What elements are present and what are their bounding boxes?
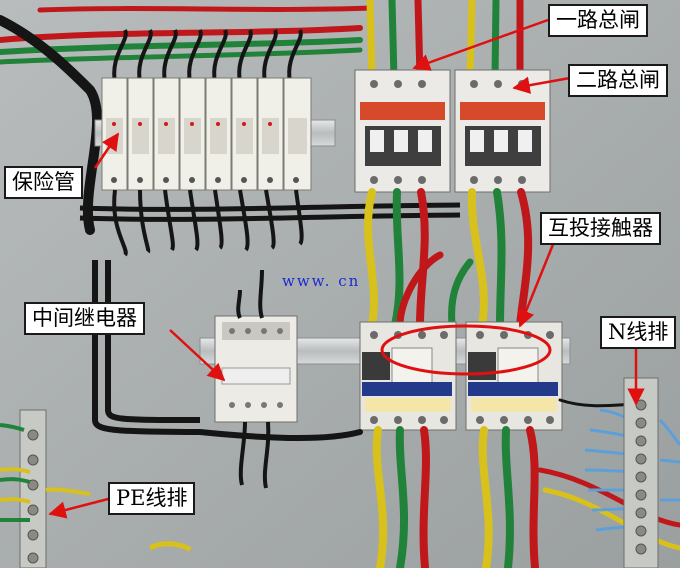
fuse-holders — [101, 77, 312, 191]
pe-busbar — [0, 409, 192, 568]
fuse-top-wires — [112, 29, 303, 83]
contactor-1 — [359, 321, 457, 431]
relay-wires — [236, 269, 271, 489]
label-pe-busbar: PE线排 — [108, 482, 196, 515]
label-circuit-breaker-1: 一路总闸 — [548, 4, 648, 37]
label-fuse-holder: 保险管 — [4, 166, 83, 199]
watermark-text: www. cn — [282, 272, 361, 290]
label-relay: 中间继电器 — [24, 302, 145, 335]
label-n-busbar: N线排 — [600, 316, 677, 349]
circuit-breaker-2 — [454, 69, 551, 193]
contactor-bottom-wires — [197, 398, 680, 568]
contactor-2 — [465, 321, 563, 431]
circuit-breaker-1 — [354, 69, 451, 193]
n-busbar — [584, 377, 680, 568]
interlock-highlight-ellipse — [380, 324, 552, 376]
label-circuit-breaker-2: 二路总闸 — [568, 64, 668, 97]
callout-arrows — [48, 18, 645, 519]
relay-body — [214, 315, 298, 423]
label-contactor: 互投接触器 — [540, 212, 661, 245]
fuse-bottom-wires — [79, 189, 461, 435]
